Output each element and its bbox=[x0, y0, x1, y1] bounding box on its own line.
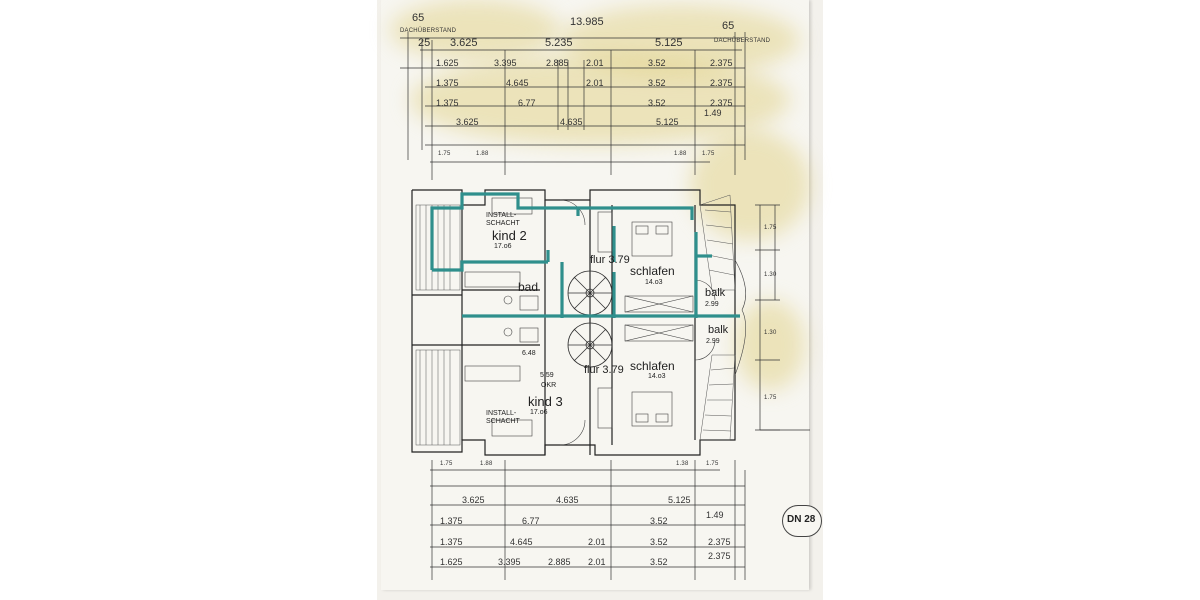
stain bbox=[410, 55, 790, 145]
dim-top-r4-0: 1.375 bbox=[436, 98, 459, 108]
dim-top-r4-3: 2.375 bbox=[710, 98, 733, 108]
dim-bot-r2-2: 2.885 bbox=[548, 557, 571, 567]
room-schlafen-lower-area: 14.o3 bbox=[648, 373, 666, 380]
highlighted-walls bbox=[430, 192, 740, 318]
room-kind3-area: 17.o6 bbox=[530, 409, 548, 416]
okr-label: OKR bbox=[541, 382, 557, 389]
dim-top-r2-3: 2.01 bbox=[586, 58, 604, 68]
dim-top-r1-0: 25 bbox=[418, 37, 431, 49]
stamp-text: DN 28 bbox=[787, 514, 816, 525]
dim-bot-r2-1: 3.395 bbox=[498, 557, 521, 567]
room-kind2-area: 17.o6 bbox=[494, 243, 512, 250]
dim-top-r6-0: 1.75 bbox=[438, 151, 451, 157]
dim-bot-r2-5: 2.375 bbox=[708, 551, 731, 561]
room-flur-upper: flur 3.79 bbox=[590, 254, 630, 266]
dim-bot-r4-2: 3.52 bbox=[650, 516, 668, 526]
dim-right-b: 1.30 bbox=[764, 272, 777, 278]
stain bbox=[690, 130, 810, 240]
dim-top-r2-0: 1.625 bbox=[436, 58, 459, 68]
dim-bot-r6-2: 1.38 bbox=[676, 461, 689, 467]
dim-top-r5-3: 1.49 bbox=[704, 108, 722, 118]
dim-top-r3-2: 2.01 bbox=[586, 78, 604, 88]
dim-top-r3-0: 1.375 bbox=[436, 78, 459, 88]
dim-bot-r3-1: 4.645 bbox=[510, 537, 533, 547]
dim-bot-r4-0: 1.375 bbox=[440, 516, 463, 526]
dim-bot-r2-0: 1.625 bbox=[440, 557, 463, 567]
dim-bot-r5-0: 3.625 bbox=[462, 495, 485, 505]
dim-right-c: 1.30 bbox=[764, 330, 777, 336]
room-schlafen-lower-name: schlafen bbox=[630, 359, 675, 373]
dim-bot-r6-3: 1.75 bbox=[706, 461, 719, 467]
install-shaft-lower: INSTALL-SCHACHT bbox=[486, 410, 520, 425]
room-balk-upper-name: balk bbox=[705, 287, 726, 299]
dim-top-r3-1: 4.645 bbox=[506, 78, 529, 88]
dim-top-r6-3: 1.75 bbox=[702, 151, 715, 157]
building-walls bbox=[411, 189, 736, 456]
dim-top-r1-1: 3.625 bbox=[450, 37, 478, 49]
dim-top-r2-2: 2.885 bbox=[546, 58, 569, 68]
room-schlafen-upper-name: schlafen bbox=[630, 264, 675, 278]
dim-bot-r4-1: 6.77 bbox=[522, 516, 540, 526]
okr-value: 5.59 bbox=[540, 372, 554, 379]
dim-top-r2-1: 3.395 bbox=[494, 58, 517, 68]
top-dimension-lines bbox=[400, 32, 746, 180]
bottom-dimension-lines bbox=[430, 460, 746, 580]
dim-top-r3-4: 2.375 bbox=[710, 78, 733, 88]
dim-bot-r4-3: 1.49 bbox=[706, 510, 724, 520]
dim-top-r5-0: 3.625 bbox=[456, 117, 479, 127]
dim-bot-r3-3: 3.52 bbox=[650, 537, 668, 547]
overhang-right-label: DACHÜBERSTAND bbox=[714, 38, 771, 44]
stain bbox=[735, 300, 805, 390]
room-balk-upper-area: 2.99 bbox=[705, 301, 719, 308]
dim-bot-r3-2: 2.01 bbox=[588, 537, 606, 547]
overhang-left: 65 bbox=[412, 12, 425, 24]
install-shaft-upper: INSTALL-SCHACHT bbox=[486, 212, 520, 227]
dim-top-r1-2: 5.235 bbox=[545, 37, 573, 49]
room-kind3-name: kind 3 bbox=[528, 394, 563, 409]
dim-top-r2-4: 3.52 bbox=[648, 58, 666, 68]
dim-bot-r6-0: 1.75 bbox=[440, 461, 453, 467]
overhang-left-label: DACHÜBERSTAND bbox=[400, 28, 457, 34]
dim-bot-r5-1: 4.635 bbox=[556, 495, 579, 505]
right-dimension-lines bbox=[755, 204, 810, 431]
dim-bot-r2-4: 3.52 bbox=[650, 557, 668, 567]
dim-top-r5-2: 5.125 bbox=[656, 117, 679, 127]
dim-top-r6-2: 1.88 bbox=[674, 151, 687, 157]
dim-top-r4-2: 3.52 bbox=[648, 98, 666, 108]
stamp-dn: DN 28 bbox=[782, 505, 822, 537]
room-bad-name: bad bbox=[518, 280, 539, 294]
room-balk-lower-name: balk bbox=[708, 324, 729, 336]
dim-bot-r6-1: 1.88 bbox=[480, 461, 493, 467]
dim-right-d: 1.75 bbox=[764, 395, 777, 401]
room-bad-area: 6.48 bbox=[522, 350, 536, 357]
dim-top-r6-1: 1.88 bbox=[476, 151, 489, 157]
dim-top-r1-3: 5.125 bbox=[655, 37, 683, 49]
overhang-right: 65 bbox=[722, 20, 735, 32]
room-schlafen-upper-area: 14.o3 bbox=[645, 279, 663, 286]
total-width: 13.985 bbox=[570, 16, 604, 28]
dim-bot-r2-3: 2.01 bbox=[588, 557, 606, 567]
stain bbox=[560, 5, 800, 75]
dim-bot-r3-0: 1.375 bbox=[440, 537, 463, 547]
dim-right-a: 1.75 bbox=[764, 225, 777, 231]
room-balk-lower-area: 2.99 bbox=[706, 338, 720, 345]
room-flur-lower: flur 3.79 bbox=[584, 364, 624, 376]
dim-top-r5-1: 4.635 bbox=[560, 117, 583, 127]
dim-top-r3-3: 3.52 bbox=[648, 78, 666, 88]
room-kind2-name: kind 2 bbox=[492, 228, 527, 243]
dim-top-r2-5: 2.375 bbox=[710, 58, 733, 68]
dim-top-r4-1: 6.77 bbox=[518, 98, 536, 108]
dim-bot-r3-4: 2.375 bbox=[708, 537, 731, 547]
stair-hatching bbox=[415, 194, 736, 446]
dim-bot-r5-2: 5.125 bbox=[668, 495, 691, 505]
